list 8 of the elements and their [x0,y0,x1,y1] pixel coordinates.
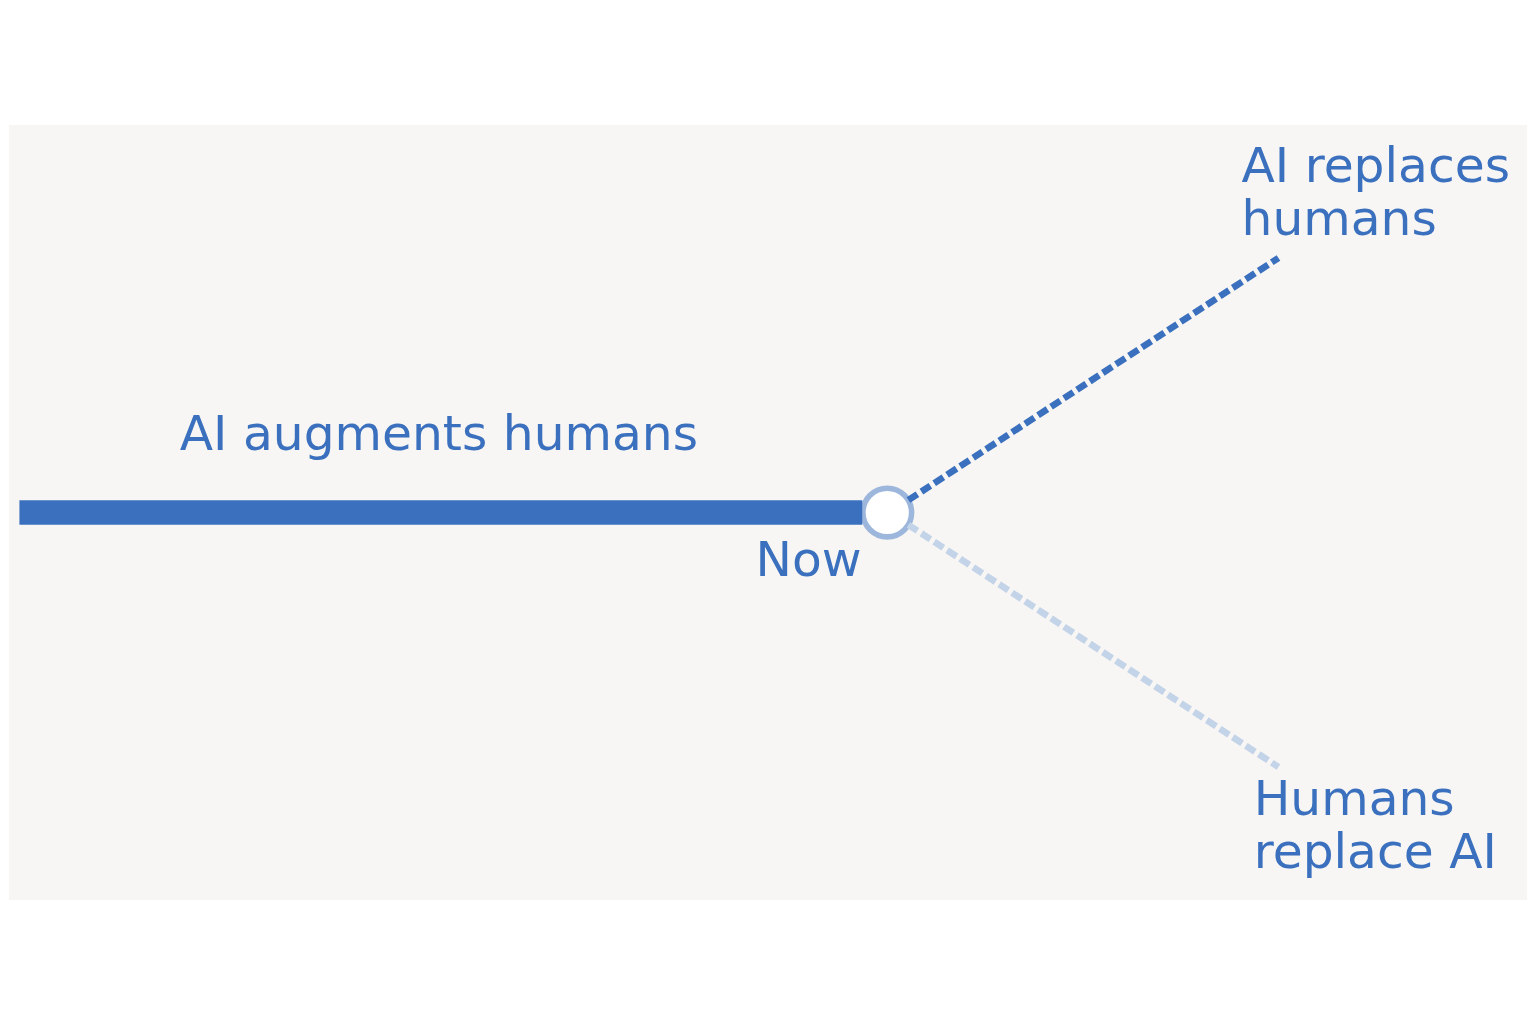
node-text: Humans replace AI [1253,769,1497,879]
node-circle [860,484,915,540]
connector [906,521,1281,770]
edge-label: AI augments humans [179,404,699,461]
node-text: AI replaces humans [1241,136,1511,246]
node-label: Now [755,530,862,587]
connector [19,499,863,525]
connector [906,254,1281,503]
